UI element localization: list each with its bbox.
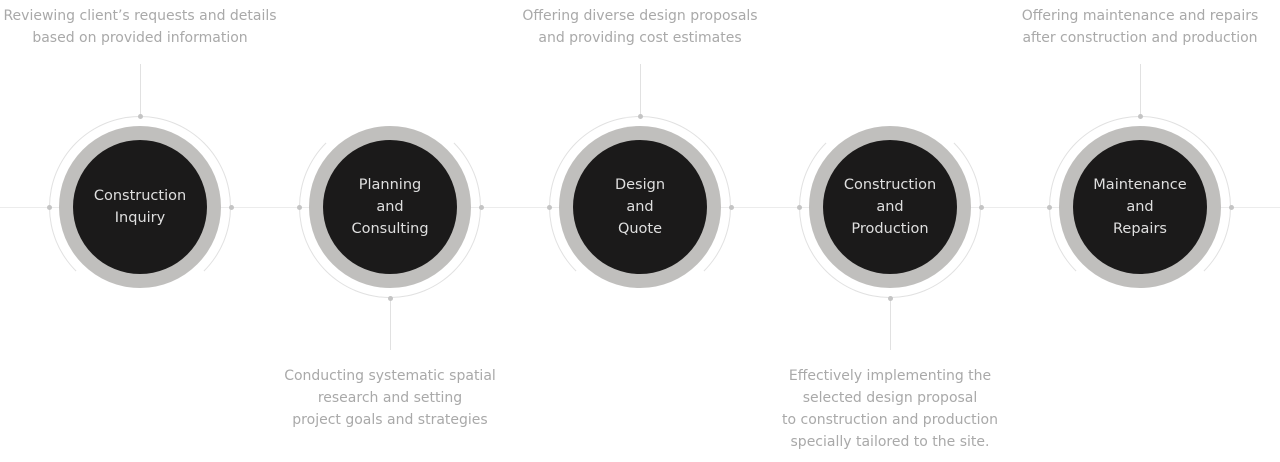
step-title: Design and Quote — [614, 177, 666, 237]
timeline-dot-right — [228, 204, 234, 210]
step-circle: Maintenance and Repairs — [1073, 140, 1207, 274]
process-step-4: Construction and Production Effectively … — [765, 0, 1015, 462]
step-title: Construction and Production — [843, 177, 937, 237]
connector-line — [639, 64, 641, 116]
step-description: Offering diverse design proposals and pr… — [522, 8, 758, 46]
timeline-dot-right — [728, 204, 734, 210]
connector-line — [389, 298, 391, 350]
timeline-dot-left — [1046, 204, 1052, 210]
process-step-3: Design and Quote Offering diverse design… — [515, 0, 765, 462]
step-description: Effectively implementing the selected de… — [782, 368, 998, 450]
step-description: Offering maintenance and repairs after c… — [1021, 8, 1259, 46]
step-description: Conducting systematic spatial research a… — [284, 368, 496, 428]
connector-line — [139, 64, 141, 116]
connector-dot — [1137, 113, 1143, 119]
timeline-dot-left — [296, 204, 302, 210]
timeline-dot-left — [796, 204, 802, 210]
timeline-dot-right — [478, 204, 484, 210]
step-title: Construction Inquiry — [93, 188, 187, 226]
process-step-5: Maintenance and Repairs Offering mainten… — [1015, 0, 1265, 462]
connector-dot — [137, 113, 143, 119]
step-circle: Construction Inquiry — [73, 140, 207, 274]
step-title: Planning and Consulting — [351, 177, 429, 237]
connector-line — [1139, 64, 1141, 116]
timeline-dot-right — [978, 204, 984, 210]
step-circle: Design and Quote — [573, 140, 707, 274]
timeline-dot-right — [1228, 204, 1234, 210]
connector-dot — [387, 295, 393, 301]
step-description: Reviewing client’s requests and details … — [3, 8, 277, 46]
connector-line — [889, 298, 891, 350]
connector-dot — [637, 113, 643, 119]
timeline-dot-left — [546, 204, 552, 210]
process-step-2: Planning and Consulting Conducting syste… — [265, 0, 515, 462]
step-title: Maintenance and Repairs — [1093, 177, 1187, 237]
step-circle: Construction and Production — [823, 140, 957, 274]
step-circle: Planning and Consulting — [323, 140, 457, 274]
process-step-1: Construction Inquiry Reviewing client’s … — [3, 0, 277, 462]
connector-dot — [887, 295, 893, 301]
timeline-dot-left — [46, 204, 52, 210]
